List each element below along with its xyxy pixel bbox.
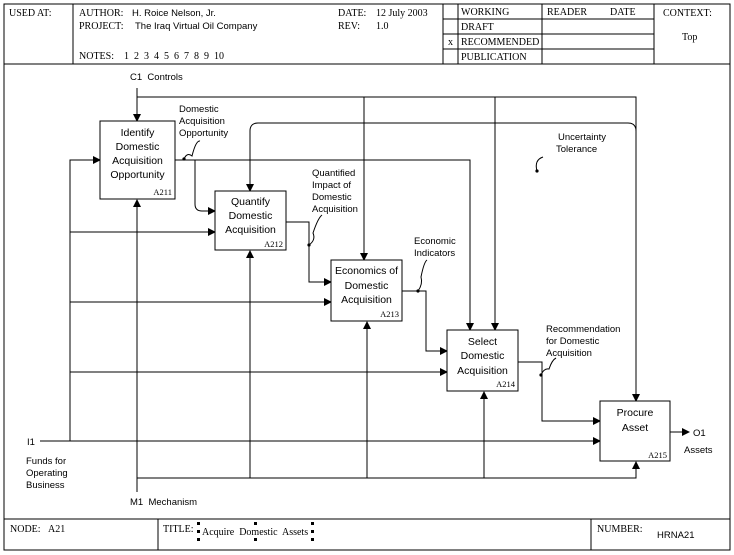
connector-recommendation bbox=[540, 357, 557, 376]
notes-label: NOTES: bbox=[79, 51, 114, 62]
title-value: Acquire Domestic Assets bbox=[202, 527, 308, 538]
context-label: CONTEXT: bbox=[663, 8, 712, 19]
recommendation-line-2: for Domestic bbox=[546, 336, 600, 347]
control-arrow-a215 bbox=[495, 96, 640, 402]
recommendation-line-1: Recommendation bbox=[546, 324, 620, 335]
author-value: H. Roice Nelson, Jr. bbox=[132, 8, 216, 19]
box-a212-line-3: Acquisition bbox=[225, 224, 276, 236]
activity-box-a212[interactable]: Quantify Domestic Acquisition A212 bbox=[214, 190, 287, 251]
box-a215-id: A215 bbox=[648, 450, 667, 460]
project-value: The Iraq Virtual Oil Company bbox=[135, 21, 258, 32]
activity-box-a211[interactable]: Identify Domestic Acquisition Opportunit… bbox=[99, 120, 176, 200]
box-a211-line-2: Domestic bbox=[116, 141, 160, 153]
output-code-label: O1 bbox=[693, 428, 706, 439]
box-a215-line-1: Procure bbox=[617, 407, 654, 419]
status-recommended: RECOMMENDED bbox=[461, 37, 539, 48]
node-value: A21 bbox=[48, 524, 65, 535]
economic-indicators-arrow bbox=[402, 290, 448, 355]
number-label: NUMBER: bbox=[597, 524, 643, 535]
author-label: AUTHOR: bbox=[79, 8, 123, 19]
uncertainty-line-2: Tolerance bbox=[556, 144, 597, 155]
mechanism-label: M1 Mechanism bbox=[130, 497, 197, 508]
box-a211-line-3: Acquisition bbox=[112, 155, 163, 167]
node-label: NODE: bbox=[10, 524, 41, 535]
footer: NODE: A21 TITLE: Acquire Domestic Assets… bbox=[3, 518, 731, 551]
box-a212-line-2: Domestic bbox=[229, 210, 273, 222]
box-a213-line-1: Economics of bbox=[335, 265, 398, 277]
quantified-line-3: Domestic bbox=[312, 192, 352, 203]
box-a212-id: A212 bbox=[264, 239, 283, 249]
opportunity-arrow-a212 bbox=[194, 160, 216, 215]
input-code-label: I1 bbox=[27, 437, 35, 448]
box-a214-line-1: Select bbox=[468, 336, 497, 348]
date-value: 12 July 2003 bbox=[376, 8, 428, 19]
domestic-opp-line-2: Acquisition bbox=[179, 116, 225, 127]
header: USED AT: AUTHOR: H. Roice Nelson, Jr. PR… bbox=[3, 3, 731, 65]
mechanism-arrow-a215 bbox=[137, 461, 640, 479]
date-label: DATE: bbox=[338, 8, 366, 19]
box-a213-id: A213 bbox=[380, 309, 399, 319]
connector-uncertainty bbox=[535, 156, 544, 172]
box-a211-line-1: Identify bbox=[121, 127, 156, 139]
reader-label: READER bbox=[547, 7, 587, 18]
input-name-line-3: Business bbox=[26, 480, 65, 491]
uncertainty-tolerance-arrow bbox=[249, 122, 637, 191]
connector-domestic-opp bbox=[183, 140, 201, 160]
quantified-line-4: Acquisition bbox=[312, 204, 358, 215]
project-label: PROJECT: bbox=[79, 21, 124, 32]
funds-input-arrow-a211 bbox=[69, 156, 101, 441]
uncertainty-line-1: Uncertainty bbox=[558, 132, 606, 143]
opportunity-arrow-a214 bbox=[175, 159, 474, 331]
activity-box-a214[interactable]: Select Domestic Acquisition A214 bbox=[446, 329, 519, 392]
title-label: TITLE: bbox=[163, 524, 194, 535]
box-a214-id: A214 bbox=[496, 379, 516, 389]
activity-box-a215[interactable]: Procure Asset A215 bbox=[599, 400, 671, 462]
box-a212-line-1: Quantify bbox=[231, 196, 271, 208]
connector-quantified bbox=[308, 214, 323, 246]
box-a211-id: A211 bbox=[153, 187, 172, 197]
domestic-opp-line-3: Opportunity bbox=[179, 128, 228, 139]
reader-date-label: DATE bbox=[610, 7, 636, 18]
quantified-impact-arrow bbox=[286, 221, 332, 286]
notes-value: 1 2 3 4 5 6 7 8 9 10 bbox=[124, 51, 224, 62]
rev-label: REV: bbox=[338, 21, 360, 32]
connector-economic bbox=[417, 259, 428, 292]
box-a214-line-2: Domestic bbox=[461, 350, 505, 362]
box-a213-line-3: Acquisition bbox=[341, 294, 392, 306]
economic-line-1: Economic bbox=[414, 236, 456, 247]
used-at-label: USED AT: bbox=[9, 8, 52, 19]
output-name-label: Assets bbox=[684, 445, 713, 456]
controls-label: C1 Controls bbox=[130, 72, 183, 83]
status-working: WORKING bbox=[461, 7, 509, 18]
box-a215-line-2: Asset bbox=[622, 422, 648, 434]
recommendation-arrow bbox=[518, 361, 601, 425]
title-selection-handles bbox=[197, 522, 314, 541]
arrows bbox=[40, 88, 690, 492]
arrow-labels: C1 Controls M1 Mechanism I1 Funds for Op… bbox=[26, 72, 713, 508]
quantified-line-1: Quantified bbox=[312, 168, 355, 179]
number-value: HRNA21 bbox=[657, 530, 695, 541]
input-name-line-2: Operating bbox=[26, 468, 68, 479]
status-publication: PUBLICATION bbox=[461, 52, 527, 63]
quantified-line-2: Impact of bbox=[312, 180, 351, 191]
rev-value: 1.0 bbox=[376, 21, 389, 32]
economic-line-2: Indicators bbox=[414, 248, 455, 259]
domestic-opp-line-1: Domestic bbox=[179, 104, 219, 115]
recommendation-line-3: Acquisition bbox=[546, 348, 592, 359]
activity-box-a213[interactable]: Economics of Domestic Acquisition A213 bbox=[330, 259, 403, 322]
status-check-mark: x bbox=[448, 37, 453, 48]
box-a213-line-2: Domestic bbox=[345, 280, 389, 292]
context-value: Top bbox=[682, 32, 697, 43]
input-name-line-1: Funds for bbox=[26, 456, 66, 467]
status-draft: DRAFT bbox=[461, 22, 494, 33]
box-a211-line-4: Opportunity bbox=[110, 169, 165, 181]
box-a214-line-3: Acquisition bbox=[457, 365, 508, 377]
